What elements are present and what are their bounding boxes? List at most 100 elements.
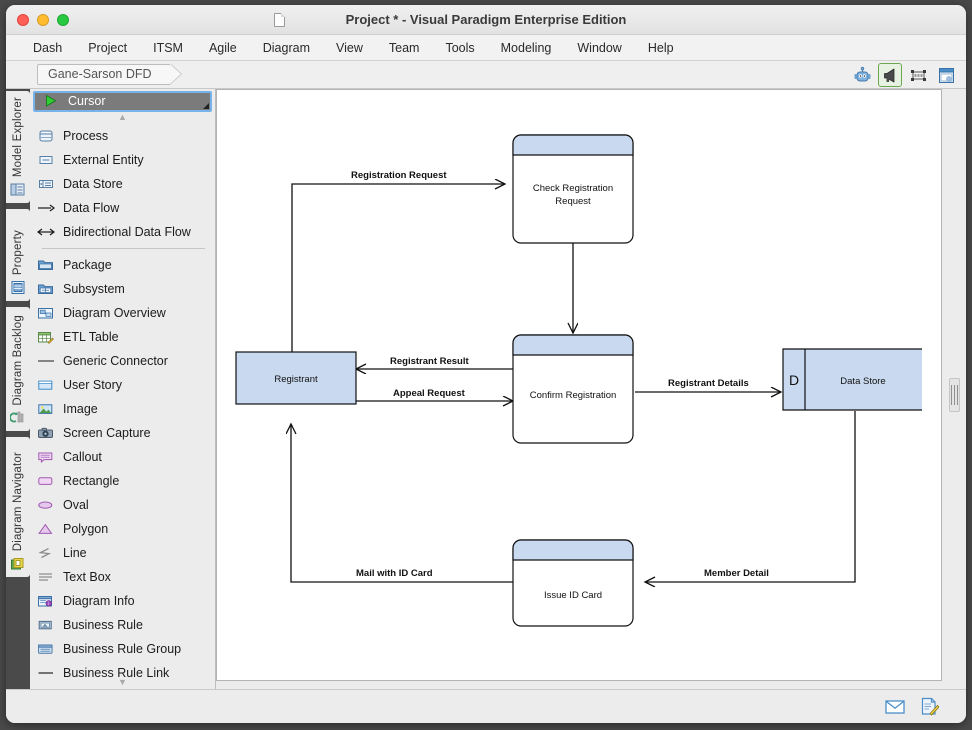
flow-member-detail[interactable]: Member Detail bbox=[645, 411, 856, 582]
palette-item-cursor[interactable]: Cursor bbox=[33, 91, 212, 112]
palette-item-text-box[interactable]: Text Box bbox=[33, 565, 215, 589]
tab-gane-sarson-dfd[interactable]: Gane-Sarson DFD bbox=[37, 64, 171, 85]
navigator-icon bbox=[10, 556, 26, 571]
title-bar: Project * - Visual Paradigm Enterprise E… bbox=[6, 5, 966, 35]
palette-item-diagram-overview[interactable]: Diagram Overview bbox=[33, 301, 215, 325]
flow-appeal-request[interactable]: Appeal Request bbox=[356, 388, 513, 401]
palette-item-label: Bidirectional Data Flow bbox=[63, 224, 191, 239]
side-tab-diagram-navigator[interactable]: Diagram Navigator bbox=[6, 437, 30, 578]
process-label: Check Registration bbox=[533, 183, 613, 194]
minimize-window-button[interactable] bbox=[37, 14, 49, 26]
data-store-index: D bbox=[789, 372, 799, 388]
side-tab-label: Diagram Backlog bbox=[12, 314, 24, 406]
user-story-icon bbox=[36, 377, 55, 393]
palette-item-label: Cursor bbox=[68, 94, 106, 109]
palette-item-business-rule-link[interactable]: Business Rule Link bbox=[33, 661, 215, 677]
dfd-diagram[interactable]: Registration Request Registrant Result bbox=[217, 90, 942, 681]
side-tab-model-explorer[interactable]: Model Explorer bbox=[6, 91, 30, 204]
flow-mail-with-id-card[interactable]: Mail with ID Card bbox=[291, 424, 513, 583]
package-icon bbox=[36, 257, 55, 273]
menu-tools[interactable]: Tools bbox=[445, 40, 475, 55]
flow-label: Registrant Result bbox=[390, 356, 469, 367]
window-title: Project * - Visual Paradigm Enterprise E… bbox=[345, 12, 627, 27]
diagram-overview-icon bbox=[36, 305, 55, 321]
palette-item-generic-connector[interactable]: Generic Connector bbox=[33, 349, 215, 373]
process-label-2: Request bbox=[555, 196, 591, 207]
mail-icon[interactable] bbox=[884, 697, 906, 717]
palette-item-screen-capture[interactable]: Screen Capture bbox=[33, 421, 215, 445]
side-tab-diagram-backlog[interactable]: Diagram Backlog bbox=[6, 307, 30, 432]
menu-dash[interactable]: Dash bbox=[33, 40, 63, 55]
panel-layout-icon[interactable] bbox=[934, 63, 958, 87]
palette-item-label: External Entity bbox=[63, 152, 144, 167]
text-box-icon bbox=[36, 569, 55, 585]
ai-robot-icon[interactable] bbox=[850, 63, 874, 87]
flow-registrant-result[interactable]: Registrant Result bbox=[356, 356, 513, 369]
menu-team[interactable]: Team bbox=[388, 40, 420, 55]
palette-item-business-rule-group[interactable]: Business Rule Group bbox=[33, 637, 215, 661]
palette-item-user-story[interactable]: User Story bbox=[33, 373, 215, 397]
close-window-button[interactable] bbox=[17, 14, 29, 26]
palette-item-label: Process bbox=[63, 128, 109, 143]
palette-item-label: Data Flow bbox=[63, 200, 120, 215]
process-issue-id-card[interactable]: Issue ID Card bbox=[512, 539, 634, 627]
palette-item-package[interactable]: Package bbox=[33, 253, 215, 277]
palette-item-bidirectional-data-flow[interactable]: Bidirectional Data Flow bbox=[33, 220, 215, 244]
external-entity-registrant[interactable]: Registrant bbox=[235, 351, 357, 405]
menu-help[interactable]: Help bbox=[647, 40, 674, 55]
maximize-window-button[interactable] bbox=[57, 14, 69, 26]
palette-item-data-store[interactable]: Data Store bbox=[33, 172, 215, 196]
process-confirm-registration[interactable]: Confirm Registration bbox=[512, 334, 634, 444]
palette-item-diagram-info[interactable]: i Diagram Info bbox=[33, 589, 215, 613]
flow-registrant-details[interactable]: Registrant Details bbox=[635, 378, 781, 392]
menu-window[interactable]: Window bbox=[577, 40, 622, 55]
palette-separator bbox=[42, 247, 205, 249]
data-store-node[interactable]: D Data Store bbox=[782, 348, 922, 411]
menu-diagram[interactable]: Diagram bbox=[262, 40, 310, 55]
palette-item-label: Callout bbox=[63, 449, 102, 464]
palette-item-business-rule[interactable]: Business Rule bbox=[33, 613, 215, 637]
menu-view[interactable]: View bbox=[336, 40, 363, 55]
palette-item-line[interactable]: Line bbox=[33, 541, 215, 565]
data-store-icon bbox=[36, 176, 55, 192]
palette-item-process[interactable]: Process bbox=[33, 124, 215, 148]
application-window: Project * - Visual Paradigm Enterprise E… bbox=[6, 5, 966, 723]
palette-item-label: User Story bbox=[63, 377, 123, 392]
menu-itsm[interactable]: ITSM bbox=[153, 40, 183, 55]
side-tab-property[interactable]: Property bbox=[6, 209, 30, 302]
canvas-splitter-handle[interactable] bbox=[949, 378, 960, 412]
palette-item-subsystem[interactable]: Subsystem bbox=[33, 277, 215, 301]
palette-scroll-down-button[interactable]: ▼ bbox=[118, 677, 127, 687]
flow-label: Member Detail bbox=[704, 568, 769, 579]
palette-item-list: Process External Entity bbox=[30, 124, 215, 677]
model-explorer-icon bbox=[10, 182, 26, 197]
palette-item-external-entity[interactable]: External Entity bbox=[33, 148, 215, 172]
flow-registration-request[interactable]: Registration Request bbox=[291, 170, 505, 387]
palette-item-data-flow[interactable]: Data Flow bbox=[33, 196, 215, 220]
palette-item-label: ETL Table bbox=[63, 329, 119, 344]
palette-item-polygon[interactable]: Polygon bbox=[33, 517, 215, 541]
menu-agile[interactable]: Agile bbox=[208, 40, 237, 55]
palette-item-label: Rectangle bbox=[63, 473, 120, 488]
callout-icon bbox=[36, 449, 55, 465]
palette-item-label: Image bbox=[63, 401, 98, 416]
document-edit-icon[interactable] bbox=[918, 697, 940, 717]
palette-item-rectangle[interactable]: Rectangle bbox=[33, 469, 215, 493]
menu-project[interactable]: Project bbox=[88, 40, 128, 55]
palette-item-oval[interactable]: Oval bbox=[33, 493, 215, 517]
image-icon bbox=[36, 401, 55, 417]
megaphone-icon[interactable] bbox=[878, 63, 902, 87]
palette-item-callout[interactable]: Callout bbox=[33, 445, 215, 469]
palette-item-label: Business Rule Group bbox=[63, 641, 182, 656]
toolbar-right bbox=[850, 63, 958, 87]
palette-item-etl-table[interactable]: ETL Table bbox=[33, 325, 215, 349]
screen-capture-icon bbox=[36, 425, 55, 441]
process-check-registration-request[interactable]: Check Registration Request bbox=[512, 134, 634, 244]
palette-item-image[interactable]: Image bbox=[33, 397, 215, 421]
diagram-canvas[interactable]: Registration Request Registrant Result bbox=[216, 89, 942, 681]
document-icon bbox=[274, 13, 285, 27]
fit-size-icon[interactable] bbox=[906, 63, 930, 87]
menu-modeling[interactable]: Modeling bbox=[500, 40, 552, 55]
palette-scroll-up-button[interactable]: ▲ bbox=[118, 111, 127, 122]
side-tab-label: Model Explorer bbox=[12, 97, 24, 178]
